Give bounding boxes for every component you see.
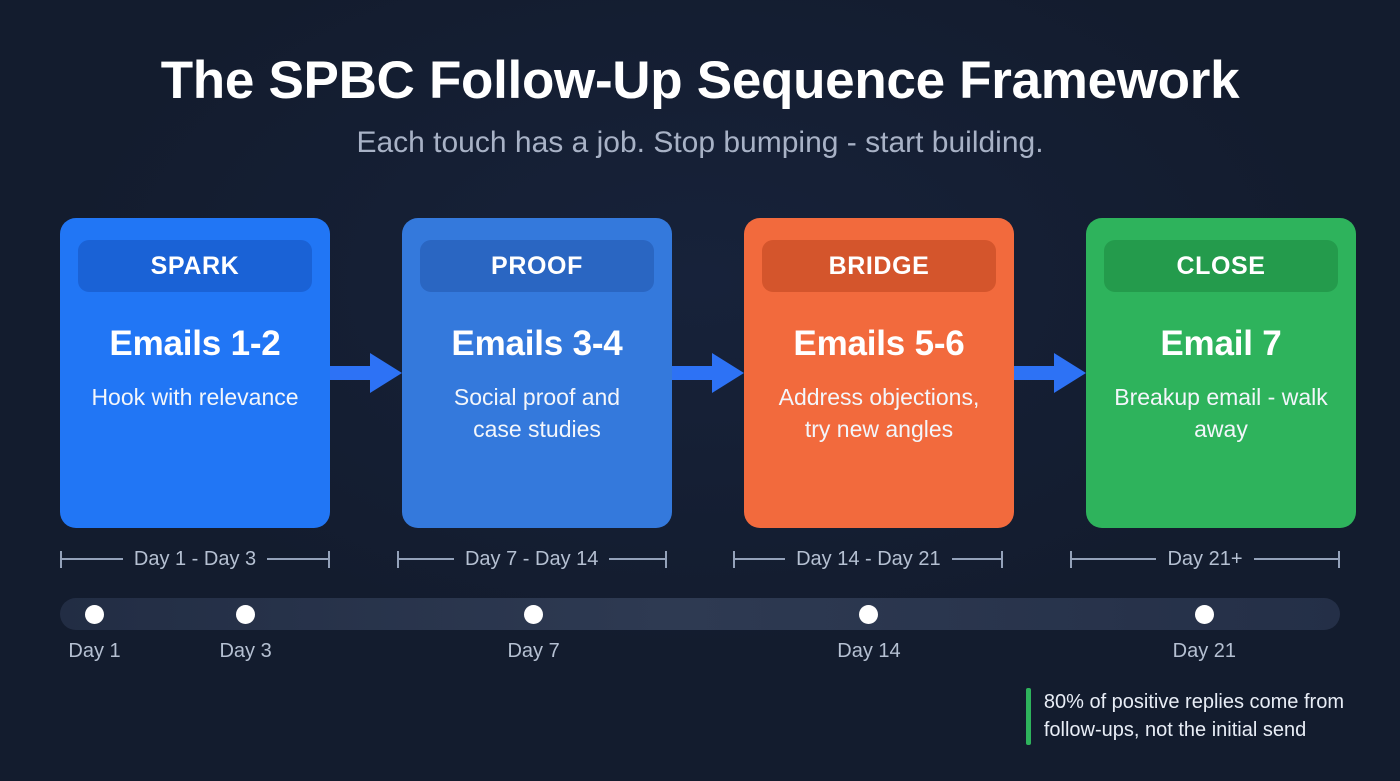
header: The SPBC Follow-Up Sequence Framework Ea… bbox=[0, 51, 1400, 160]
bracket-rule-left bbox=[398, 558, 454, 560]
timeline-dot[interactable] bbox=[1194, 604, 1214, 624]
footnote-accent-bar bbox=[1025, 688, 1031, 745]
timeline-dot[interactable] bbox=[236, 604, 256, 624]
stage-card-close[interactable]: CLOSE Email 7 Breakup email - walk away bbox=[1086, 218, 1356, 528]
bracket-rule-right bbox=[267, 558, 329, 560]
range-bracket-spark: Day 1 - Day 3 bbox=[60, 547, 331, 571]
arrow-right-icon bbox=[330, 353, 402, 393]
bracket-cap-left bbox=[396, 550, 399, 568]
stage-heading-close: Email 7 bbox=[1160, 324, 1282, 363]
stage-description-bridge: Address objections, try new angles bbox=[778, 383, 980, 443]
bracket-cap-left bbox=[1070, 550, 1073, 568]
stage-card-spark[interactable]: SPARK Emails 1-2 Hook with relevance bbox=[60, 218, 330, 528]
stage-badge-close: CLOSE bbox=[1104, 240, 1338, 292]
range-label-close: Day 21+ bbox=[1167, 547, 1243, 570]
stage-badge-spark: SPARK bbox=[78, 240, 312, 292]
range-label-spark: Day 1 - Day 3 bbox=[133, 547, 257, 570]
page-subtitle: Each touch has a job. Stop bumping - sta… bbox=[356, 126, 1044, 160]
timeline-track-fill bbox=[60, 598, 1340, 630]
bracket-cap-right bbox=[328, 550, 331, 568]
range-bracket-proof: Day 7 - Day 14 bbox=[396, 547, 667, 571]
bracket-rule-left bbox=[62, 558, 123, 560]
footnote: 80% of positive replies come from follow… bbox=[1025, 688, 1344, 745]
stage-badge-bridge: BRIDGE bbox=[762, 240, 996, 292]
timeline-labels: Day 1 Day 3 Day 7 Day 14 Day 21 bbox=[60, 640, 1340, 670]
bracket-rule-left bbox=[1072, 558, 1157, 560]
range-label-proof: Day 7 - Day 14 bbox=[464, 547, 599, 570]
stage-ranges-row: Day 1 - Day 3 Day 7 - Day 14 Day 14 - Da… bbox=[60, 540, 1341, 578]
stage-card-proof[interactable]: PROOF Emails 3-4 Social proof and case s… bbox=[402, 218, 672, 528]
footnote-text: 80% of positive replies come from follow… bbox=[1043, 691, 1344, 742]
stage-cards-row: SPARK Emails 1-2 Hook with relevance PRO… bbox=[60, 218, 1356, 528]
timeline-track[interactable] bbox=[60, 598, 1340, 630]
timeline-label: Day 3 bbox=[219, 640, 272, 662]
timeline-label: Day 1 bbox=[68, 640, 121, 662]
timeline-label: Day 21 bbox=[1172, 640, 1236, 662]
connector-1 bbox=[330, 218, 402, 528]
range-bracket-close: Day 21+ bbox=[1070, 547, 1341, 571]
bracket-rule-right bbox=[1253, 558, 1339, 560]
connector-3 bbox=[1014, 218, 1086, 528]
stage-heading-bridge: Emails 5-6 bbox=[793, 324, 965, 363]
stage-description-proof: Social proof and case studies bbox=[453, 383, 621, 443]
timeline-dot[interactable] bbox=[85, 604, 105, 624]
bracket-cap-left bbox=[733, 550, 736, 568]
connector-2 bbox=[672, 218, 744, 528]
timeline-dot[interactable] bbox=[524, 604, 544, 624]
bracket-cap-right bbox=[1001, 550, 1004, 568]
timeline-label: Day 14 bbox=[837, 640, 901, 662]
bracket-rule-right bbox=[609, 558, 665, 560]
bracket-rule-right bbox=[951, 558, 1002, 560]
timeline-dot[interactable] bbox=[859, 604, 879, 624]
stage-badge-proof: PROOF bbox=[420, 240, 654, 292]
bracket-rule-left bbox=[735, 558, 786, 560]
page-title: The SPBC Follow-Up Sequence Framework bbox=[160, 51, 1240, 110]
stage-heading-spark: Emails 1-2 bbox=[109, 324, 281, 363]
stage-card-bridge[interactable]: BRIDGE Emails 5-6 Address objections, tr… bbox=[744, 218, 1014, 528]
timeline-label: Day 7 bbox=[507, 640, 560, 662]
stage-heading-proof: Emails 3-4 bbox=[451, 324, 623, 363]
arrow-right-icon bbox=[672, 353, 744, 393]
stage-description-close: Breakup email - walk away bbox=[1114, 383, 1328, 443]
range-bracket-bridge: Day 14 - Day 21 bbox=[733, 547, 1004, 571]
stage-description-spark: Hook with relevance bbox=[91, 383, 299, 410]
bracket-cap-right bbox=[664, 550, 667, 568]
bracket-cap-left bbox=[60, 550, 62, 568]
range-label-bridge: Day 14 - Day 21 bbox=[796, 547, 941, 570]
bracket-cap-right bbox=[1338, 550, 1341, 568]
arrow-right-icon bbox=[1014, 353, 1086, 393]
